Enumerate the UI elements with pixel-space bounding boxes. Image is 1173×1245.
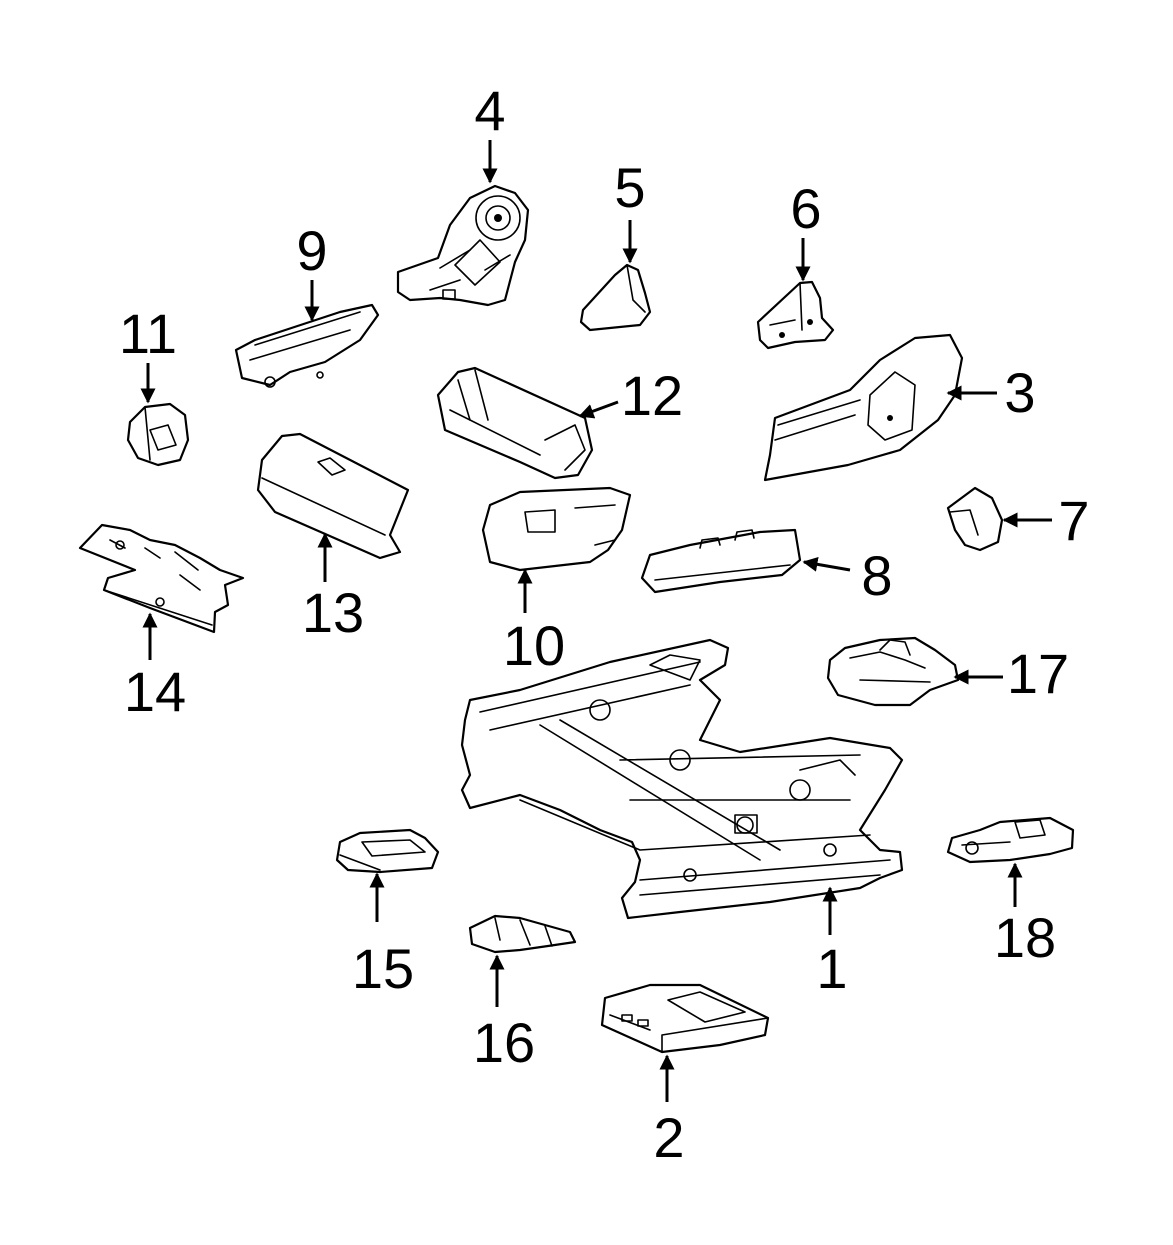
part-10-cushion-trim[interactable] bbox=[481, 486, 632, 572]
callout-9: 9 bbox=[296, 219, 327, 282]
callout-11: 11 bbox=[119, 302, 177, 365]
part-18-rail-end[interactable] bbox=[946, 816, 1075, 864]
part-7-cap[interactable] bbox=[946, 486, 1004, 552]
part-6-bracket-cover[interactable] bbox=[756, 280, 835, 350]
part-8-side-trim[interactable] bbox=[640, 528, 802, 594]
part-13-panel[interactable] bbox=[256, 432, 410, 560]
part-1-seat-track-assembly[interactable] bbox=[460, 638, 904, 920]
part-9-trim-rail[interactable] bbox=[234, 303, 380, 388]
callout-10: 10 bbox=[503, 614, 565, 677]
part-4-recliner-mechanism[interactable] bbox=[396, 184, 530, 307]
part-5-cover[interactable] bbox=[579, 263, 652, 332]
part-14-harness-bracket[interactable] bbox=[78, 523, 245, 634]
callout-12: 12 bbox=[621, 364, 683, 427]
callout-14: 14 bbox=[124, 660, 186, 723]
callout-4: 4 bbox=[474, 79, 505, 142]
callout-8: 8 bbox=[861, 544, 892, 607]
leader-12 bbox=[578, 400, 619, 419]
part-15-motor-block[interactable] bbox=[335, 828, 440, 874]
callout-6: 6 bbox=[790, 177, 821, 240]
callout-labels: 4 5 6 9 11 12 3 7 8 13 10 14 17 15 1 18 … bbox=[119, 79, 1090, 1169]
part-16-bracket[interactable] bbox=[468, 914, 577, 954]
callout-13: 13 bbox=[302, 581, 364, 644]
callout-16: 16 bbox=[473, 1011, 535, 1074]
callout-2: 2 bbox=[653, 1106, 684, 1169]
callout-18: 18 bbox=[994, 906, 1056, 969]
part-17-cushion-pan[interactable] bbox=[826, 636, 960, 707]
callout-15: 15 bbox=[352, 937, 414, 1000]
leader-8 bbox=[802, 556, 851, 572]
part-12-trim-cover[interactable] bbox=[436, 366, 594, 480]
callout-1: 1 bbox=[816, 937, 847, 1000]
part-11-knob[interactable] bbox=[126, 402, 190, 467]
part-3-side-cover[interactable] bbox=[763, 333, 964, 482]
leader-lines bbox=[140, 140, 1052, 1102]
callout-3: 3 bbox=[1004, 361, 1035, 424]
callout-7: 7 bbox=[1058, 489, 1089, 552]
callout-17: 17 bbox=[1007, 642, 1069, 705]
callout-5: 5 bbox=[614, 156, 645, 219]
part-2-control-module[interactable] bbox=[600, 983, 770, 1054]
